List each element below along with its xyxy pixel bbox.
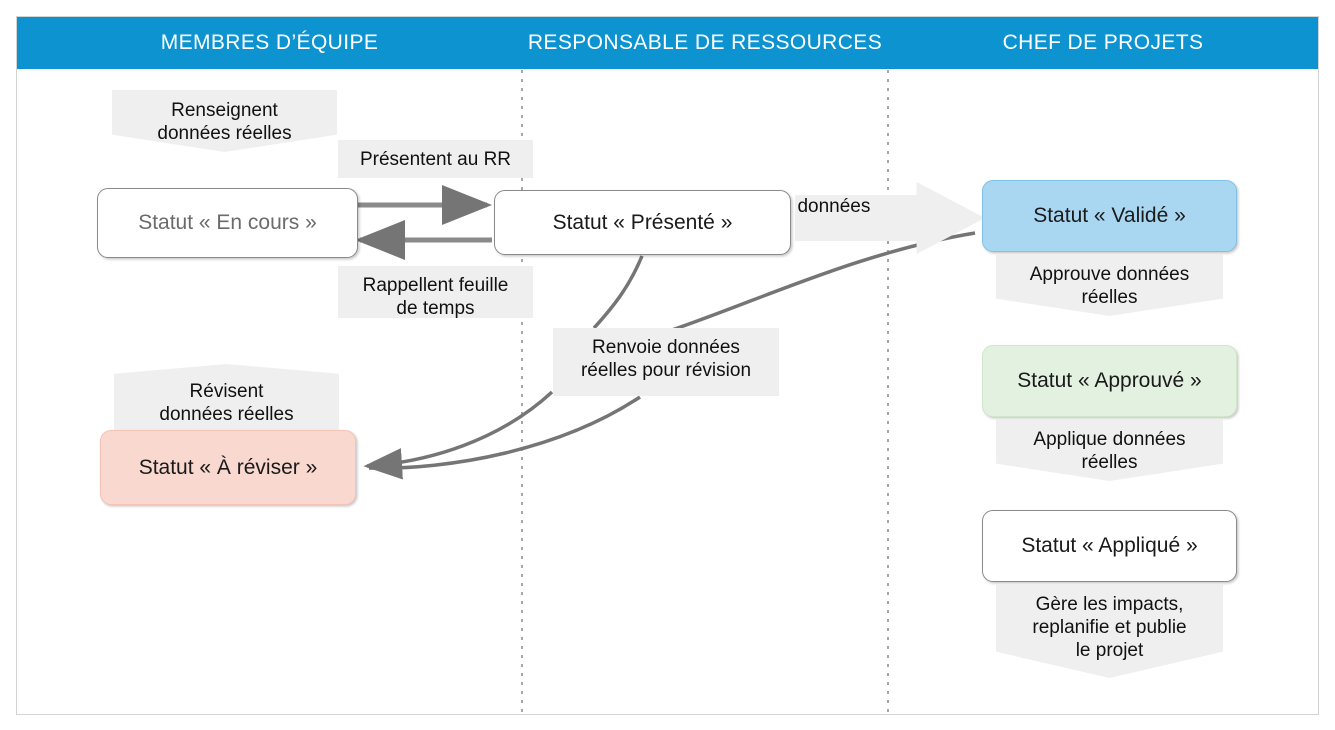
lane-header-pm-label: CHEF DE PROJETS <box>1002 31 1204 54</box>
status-box-a-reviser-label: Statut « À réviser » <box>138 455 318 479</box>
label-return-for-revision-line1: Renvoie données <box>592 337 740 358</box>
status-box-approuve[interactable]: Statut « Approuvé » <box>982 345 1237 417</box>
status-box-applique[interactable]: Statut « Appliqué » <box>982 510 1237 582</box>
status-box-valide-label: Statut « Validé » <box>1033 204 1186 227</box>
lane-divider-right <box>887 70 889 715</box>
label-remind-timesheet: Rappellent feuille de temps <box>338 266 533 320</box>
callout-fill-actuals-line1: Renseignent <box>171 100 278 121</box>
status-box-presente-label: Statut « Présenté » <box>552 210 733 234</box>
callout-revise-actuals-line1: Révisent <box>189 381 264 402</box>
label-remind-timesheet-line2: de temps <box>396 298 475 320</box>
status-box-presente[interactable]: Statut « Présenté » <box>494 190 791 255</box>
lane-header-pm: CHEF DE PROJETS <box>888 17 1318 69</box>
lane-header-resources-label: RESPONSABLE DE RESSOURCES <box>527 31 883 54</box>
callout-manage-impacts-line3: le projet <box>1075 640 1144 662</box>
lane-header-resources: RESPONSABLE DE RESSOURCES <box>522 17 888 69</box>
status-box-a-reviser[interactable]: Statut « À réviser » <box>100 430 356 505</box>
callout-manage-impacts-line2: replanifie et publie <box>1032 617 1187 639</box>
status-box-en-cours-label: Statut « En cours » <box>138 211 317 234</box>
lane-header-team-label: MEMBRES D’ÉQUIPE <box>160 31 379 54</box>
callout-revise-actuals-line2: données réelles <box>159 404 294 426</box>
status-box-applique-label: Statut « Appliqué » <box>1021 534 1198 557</box>
status-box-valide[interactable]: Statut « Validé » <box>982 180 1237 252</box>
callout-apply-actuals-line1: Applique données <box>1033 429 1186 450</box>
swimlane-header-band: MEMBRES D’ÉQUIPE RESPONSABLE DE RESSOURC… <box>17 17 1318 69</box>
status-box-approuve-label: Statut « Approuvé » <box>1017 369 1202 392</box>
callout-approve-actuals-line1: Approuve données <box>1029 264 1190 285</box>
callout-approve-actuals-line2: réelles <box>1081 287 1138 309</box>
label-remind-timesheet-line1: Rappellent feuille <box>362 275 509 296</box>
lane-header-team: MEMBRES D’ÉQUIPE <box>17 17 522 69</box>
status-box-en-cours[interactable]: Statut « En cours » <box>97 188 358 258</box>
callout-fill-actuals-line2: données réelles <box>157 123 292 145</box>
label-return-for-revision-line2: réelles pour révision <box>580 360 752 382</box>
label-present-to-rr-line1: Présentent au RR <box>359 149 512 170</box>
callout-revise-actuals: Révisent données réelles <box>114 364 339 434</box>
callout-apply-actuals-line2: réelles <box>1081 452 1138 474</box>
callout-manage-impacts-line1: Gère les impacts, <box>1035 594 1184 615</box>
label-return-for-revision: Renvoie données réelles pour révision <box>553 328 779 396</box>
label-present-to-rr: Présentent au RR <box>338 140 533 178</box>
